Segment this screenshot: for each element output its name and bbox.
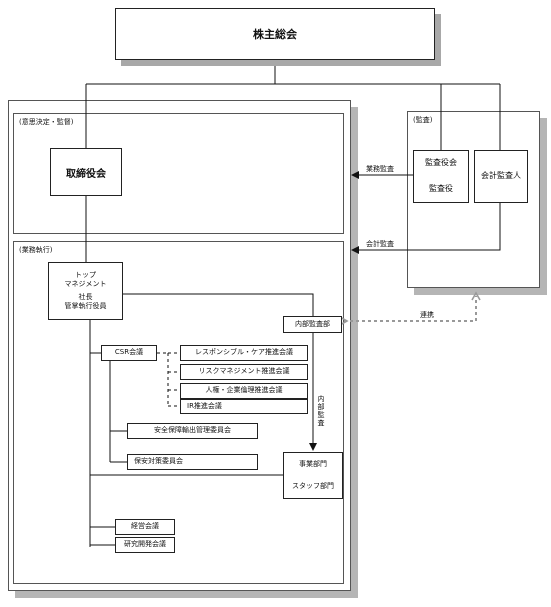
accounting-auditor-label: 会計監査人 [481,171,521,181]
internal-audit-dept-label: 内部監査部 [295,319,330,328]
ir-meeting-box: IR推進会議 [180,399,308,414]
csr-meeting-label: CSR会議 [114,348,144,357]
risk-management-label: リスクマネジメント推進会議 [198,367,290,376]
rnd-meeting-label: 研究開発会議 [124,540,166,549]
audit-section-label: (監査) [413,116,433,124]
executive-officer-label: 管掌執行役員 [64,301,107,310]
ir-meeting-label: IR推進会議 [187,401,222,410]
business-audit-label: 業務監査 [366,165,394,173]
internal-audit-label: 内部監査 [317,395,325,427]
shareholders-meeting-box: 株主総会 [115,8,435,60]
accounting-audit-arrow [351,203,501,254]
cooperation-arrow [339,291,481,326]
board-label: 取締役会 [66,168,106,180]
business-staff-dept-box: 事業部門 スタッフ部門 [283,452,343,499]
management-meeting-label: 経営会議 [131,522,159,531]
president-label: 社長 [78,292,93,301]
auditor-label: 監査役 [429,183,453,193]
accounting-audit-label: 会計監査 [366,240,394,248]
audit-board-label: 監査役会 [425,158,457,168]
business-dept-label: 事業部門 [299,459,327,468]
management-meeting-box: 経営会議 [115,519,175,535]
export-control-label: 安全保障輸出管理委員会 [154,426,231,435]
decision-section-label: (意思決定・監督) [19,118,74,126]
audit-board-box: 監査役会 監査役 [413,150,469,203]
security-committee-box: 保安対策委員会 [127,454,258,470]
responsible-care-label: レスポンシブル・ケア推進会議 [195,348,293,357]
shareholders-meeting-label: 株主総会 [253,28,297,41]
human-rights-label: 人権・企業倫理推進会議 [205,386,283,395]
rnd-meeting-box: 研究開発会議 [115,537,175,553]
cooperation-label: 連携 [420,311,434,319]
accounting-auditor-box: 会計監査人 [474,150,528,203]
board-of-directors-box: 取締役会 [50,148,122,196]
csr-dashed-trunk [157,352,169,406]
export-control-box: 安全保障輸出管理委員会 [127,423,258,439]
top-management-box: トップ マネジメント 社長 管掌執行役員 [48,262,123,320]
top-to-internal-audit-connector [123,293,314,316]
staff-dept-label: スタッフ部門 [292,482,334,491]
responsible-care-box: レスポンシブル・ケア推進会議 [180,345,308,361]
top-label: トップ [75,270,96,279]
business-section-label: (業務執行) [19,246,53,254]
csr-meeting-box: CSR会議 [101,345,157,361]
management-team-label: マネジメント [64,280,107,289]
internal-audit-dept-box: 内部監査部 [283,316,342,333]
risk-management-box: リスクマネジメント推進会議 [180,364,308,380]
human-rights-box: 人権・企業倫理推進会議 [180,383,308,399]
security-committee-label: 保安対策委員会 [134,457,183,466]
